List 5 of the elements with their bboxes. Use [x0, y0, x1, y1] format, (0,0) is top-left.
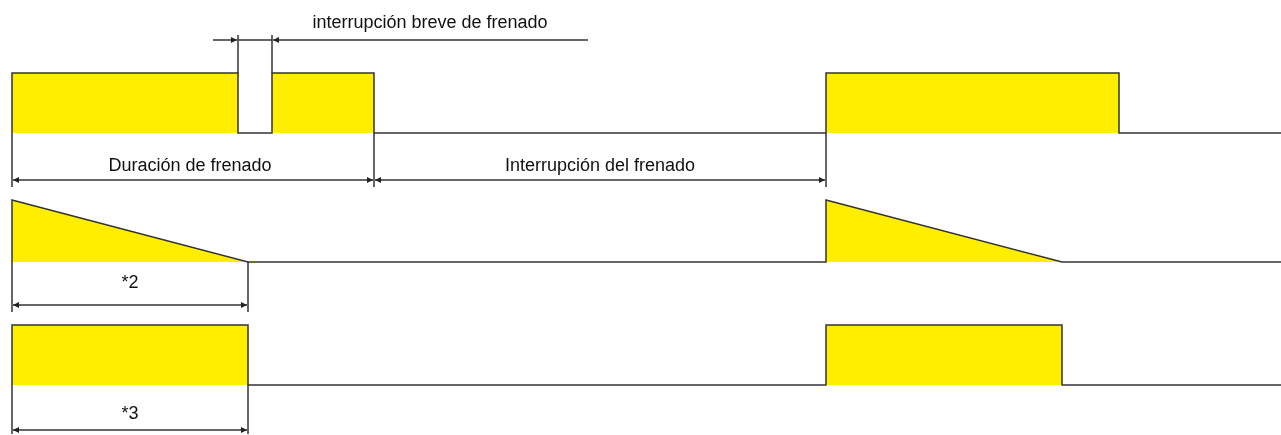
- footnote-mark: *3: [121, 402, 139, 424]
- dimension-label: Duración de frenado: [108, 154, 272, 176]
- dimension-label: interrupción breve de frenado: [312, 11, 548, 33]
- footnote-mark: *2: [121, 271, 139, 293]
- dimension-label: Interrupción del frenado: [504, 154, 696, 176]
